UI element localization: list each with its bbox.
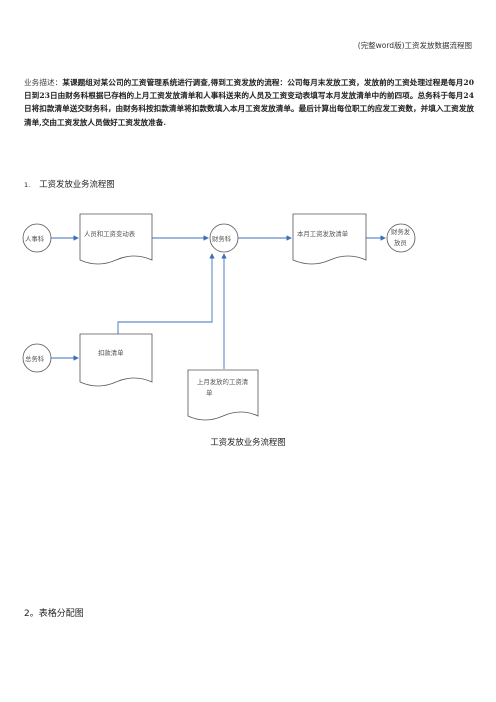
payroll-staff-label-2: 放员 <box>394 238 407 247</box>
payroll-staff-node <box>386 223 416 253</box>
finance-dept-label: 财务科 <box>212 234 232 243</box>
last-month-list-label-1: 上月发放的工资清 <box>197 377 249 386</box>
arrow-deduction-to-finance <box>117 253 215 334</box>
section-1-title: 工资发放业务流程图 <box>39 179 115 189</box>
description-text: 某课题组对某公司的工资管理系统进行调查,得到工资发放的流程：公司每月末发放工资，… <box>24 78 474 127</box>
diagram-caption: 工资发放业务流程图 <box>210 437 286 447</box>
section-1-number: 1. <box>24 181 31 189</box>
last-month-list-document <box>187 369 259 421</box>
business-description: 业务描述：某课题组对某公司的工资管理系统进行调查,得到工资发放的流程：公司每月末… <box>24 76 474 129</box>
payroll-staff-label-1: 财务发 <box>391 227 411 236</box>
general-affairs-label: 总务科 <box>25 354 45 363</box>
change-form-document <box>79 213 153 265</box>
document-header: (完整word版)工资发放数据流程图 <box>357 41 472 50</box>
change-form-label: 人员和工资变动表 <box>84 229 136 238</box>
last-month-list-label-2: 单 <box>206 388 213 397</box>
this-month-list-document <box>292 213 367 265</box>
description-label: 业务描述： <box>24 78 63 87</box>
section-1-heading: 1. 工资发放业务流程图 <box>24 178 115 190</box>
deduction-list-document <box>79 333 153 387</box>
this-month-list-label: 本月工资发放清单 <box>297 229 349 238</box>
personnel-dept-label: 人事科 <box>25 234 45 243</box>
deduction-list-label: 扣款清单 <box>98 348 124 357</box>
section-2-heading: 2。表格分配图 <box>24 609 84 619</box>
